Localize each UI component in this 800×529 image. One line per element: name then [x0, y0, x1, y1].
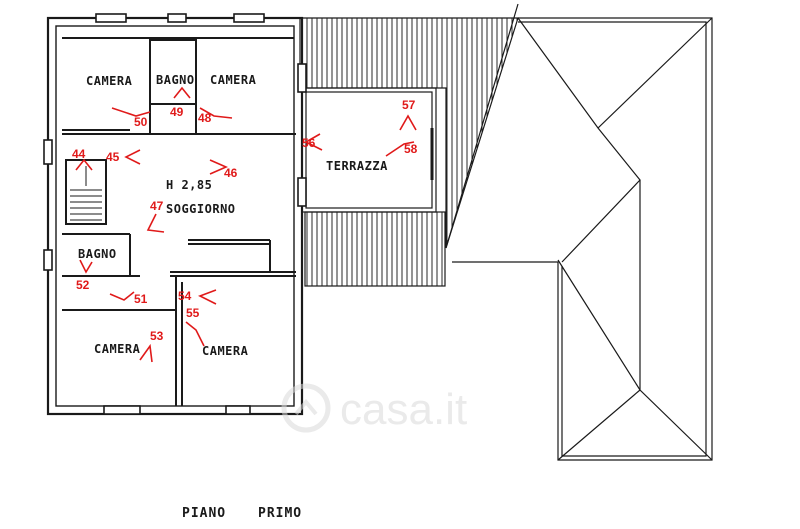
marker-45: 45: [106, 150, 120, 164]
windows: [43, 13, 307, 415]
floor-title-primo: PRIMO: [258, 506, 302, 521]
room-soggiorno: SOGGIORNO: [166, 202, 236, 216]
marker-55: 55: [186, 306, 200, 320]
room-camera-top-left: CAMERA: [86, 74, 133, 88]
room-camera-bottom-right: CAMERA: [202, 344, 249, 358]
watermark: casa.it: [281, 383, 467, 434]
room-terrazza: TERRAZZA: [326, 159, 388, 173]
room-bagno-left: BAGNO: [78, 247, 117, 261]
marker-44: 44: [72, 147, 86, 161]
marker-50: 50: [134, 115, 148, 129]
marker-57: 57: [402, 98, 416, 112]
marker-53: 53: [150, 329, 164, 343]
marker-46: 46: [224, 166, 238, 180]
room-bagno-top: BAGNO: [156, 73, 195, 87]
room-height: H 2,85: [166, 178, 212, 192]
marker-58: 58: [404, 142, 418, 156]
interior-walls: [62, 37, 296, 406]
marker-49: 49: [170, 105, 184, 119]
staircase: [70, 166, 102, 221]
viewpoint-markers: [75, 86, 417, 363]
marker-48: 48: [198, 111, 212, 125]
marker-54: 54: [178, 289, 192, 303]
marker-52: 52: [76, 278, 90, 292]
floor-title-piano: PIANO: [182, 506, 226, 521]
marker-56: 56: [302, 136, 316, 150]
marker-51: 51: [134, 292, 148, 306]
marker-47: 47: [150, 199, 164, 213]
casa-logo-icon: [281, 383, 331, 433]
viewpoint-marker-labels: 44 45 46 47 48 49 50 51 52 53 54 55 56 5…: [72, 98, 418, 343]
room-camera-bottom-left: CAMERA: [94, 342, 141, 356]
roof-outline: [452, 17, 713, 461]
room-camera-top-right: CAMERA: [210, 73, 257, 87]
roof-hatch: [299, 3, 519, 287]
watermark-text: casa.it: [340, 385, 467, 434]
